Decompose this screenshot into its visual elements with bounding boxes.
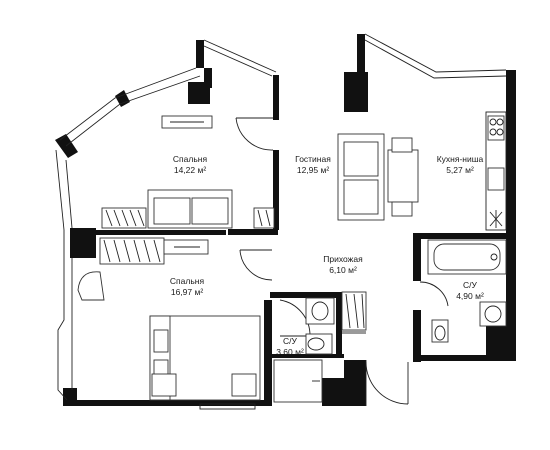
room-label-bathroom-1: С/У 4,90 м² [415, 280, 525, 302]
room-name: Спальня [169, 276, 205, 286]
room-label-bedroom-2: Спальня 16,97 м² [132, 276, 242, 298]
room-name: Спальня [172, 154, 208, 164]
room-name: С/У [463, 280, 477, 290]
room-name: Гостиная [295, 154, 331, 164]
room-label-hallway: Прихожая 6,10 м² [288, 254, 398, 276]
room-area: 16,97 м² [170, 287, 204, 297]
room-area: 4,90 м² [456, 291, 484, 301]
room-area: 14,22 м² [173, 165, 207, 175]
furniture [77, 115, 507, 403]
doors [235, 117, 449, 405]
room-area: 5,27 м² [446, 165, 474, 175]
room-name: С/У [283, 336, 297, 346]
room-area: 6,10 м² [329, 265, 357, 275]
room-name: Кухня-ниша [436, 154, 484, 164]
outlines [55, 33, 507, 410]
walls [55, 34, 516, 406]
room-name: Прихожая [323, 254, 363, 264]
room-area: 12,95 м² [296, 165, 330, 175]
room-label-bathroom-2: С/У 3,60 м² [235, 336, 345, 358]
room-label-living-room: Гостиная 12,95 м² [258, 154, 368, 176]
room-label-bedroom-1: Спальня 14,22 м² [135, 154, 245, 176]
room-area: 3,60 м² [276, 347, 304, 357]
room-label-kitchen-niche: Кухня-ниша 5,27 м² [405, 154, 515, 176]
